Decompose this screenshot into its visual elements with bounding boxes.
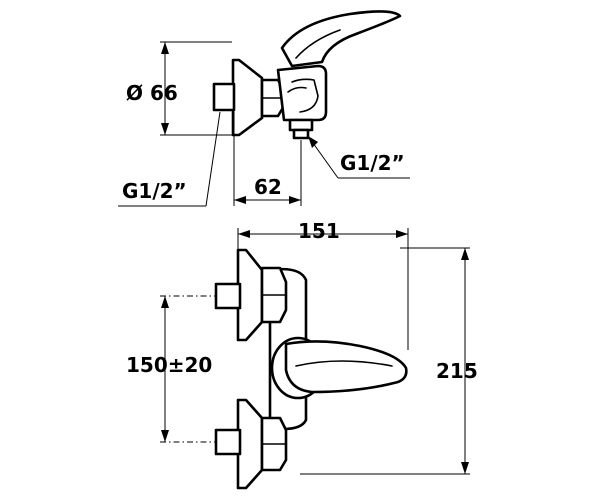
- front-view-mixer: [160, 228, 470, 490]
- centres-dimension-label: 150±20: [126, 353, 212, 377]
- diameter-dimension-label: Ø 66: [126, 81, 178, 105]
- inlet-thread-label: G1/2”: [122, 179, 187, 203]
- height-dimension-label: 215: [436, 359, 478, 383]
- width-dimension-label: 151: [298, 219, 340, 243]
- side-view-mixer: [118, 10, 410, 207]
- outlet-thread-label: G1/2”: [340, 151, 405, 175]
- depth-dimension-label: 62: [254, 175, 282, 199]
